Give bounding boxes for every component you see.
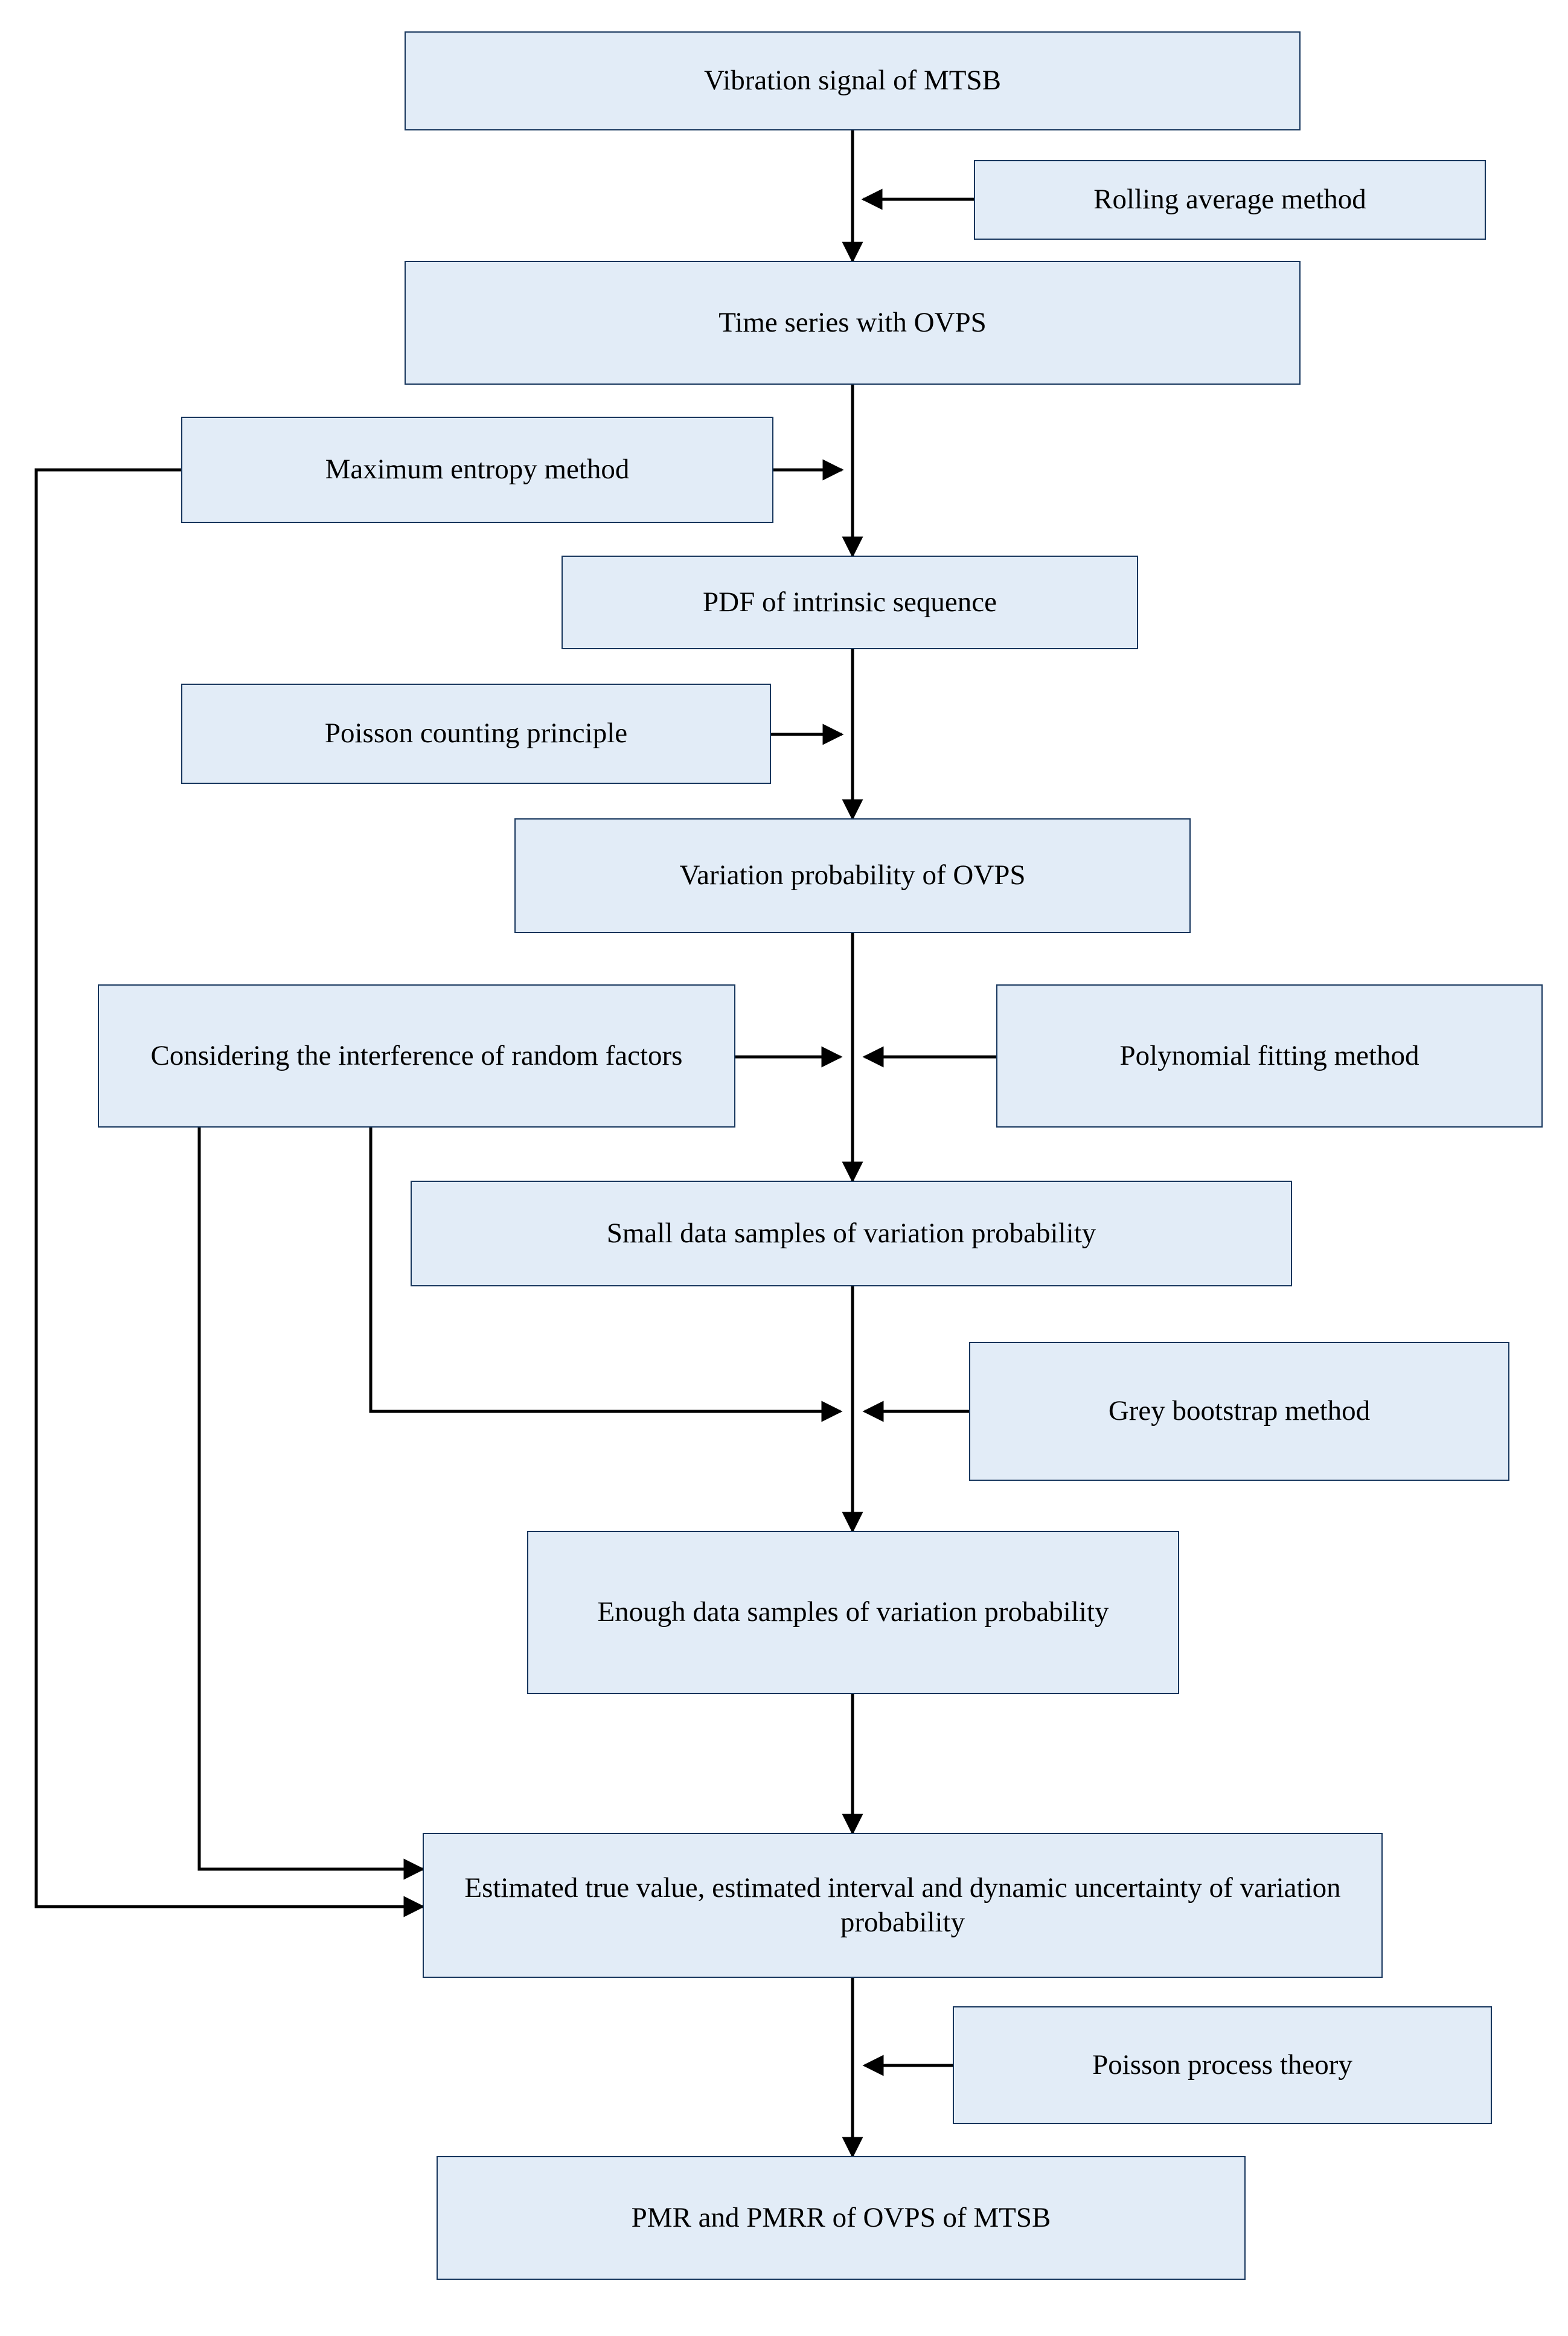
node-rolling-average[interactable]: Rolling average method [974,160,1486,240]
node-label: Poisson counting principle [324,717,628,749]
node-small-data[interactable]: Small data samples of variation probabil… [411,1181,1292,1286]
node-label: Estimated true value, estimated interval… [464,1872,1341,1938]
node-label: Enough data samples of variation probabi… [597,1596,1109,1628]
node-estimated-true-value[interactable]: Estimated true value, estimated interval… [423,1833,1383,1978]
node-pmr-pmrr[interactable]: PMR and PMRR of OVPS of MTSB [437,2156,1246,2280]
edge-random-to-estimated [197,1128,425,1880]
node-label: Grey bootstrap method [1108,1395,1371,1427]
node-time-series[interactable]: Time series with OVPS [405,261,1301,385]
node-polynomial-fitting[interactable]: Polynomial fitting method [996,984,1543,1128]
node-variation-probability[interactable]: Variation probability of OVPS [514,818,1191,933]
node-label: Poisson process theory [1092,2049,1352,2081]
node-label: Vibration signal of MTSB [704,65,1001,97]
node-label: Considering the interference of random f… [150,1039,683,1071]
node-label: Variation probability of OVPS [679,859,1026,891]
node-label: Maximum entropy method [325,454,630,486]
node-poisson-counting[interactable]: Poisson counting principle [181,684,771,784]
node-label: Small data samples of variation probabil… [606,1217,1096,1249]
node-maximum-entropy[interactable]: Maximum entropy method [181,417,773,523]
node-random-factors[interactable]: Considering the interference of random f… [98,984,735,1128]
node-enough-data[interactable]: Enough data samples of variation probabi… [527,1531,1179,1694]
node-label: Polynomial fitting method [1119,1039,1419,1071]
node-label: Rolling average method [1093,184,1366,216]
node-pdf-intrinsic[interactable]: PDF of intrinsic sequence [562,556,1138,649]
node-vibration-signal[interactable]: Vibration signal of MTSB [405,31,1301,130]
node-label: Time series with OVPS [718,306,987,338]
node-grey-bootstrap[interactable]: Grey bootstrap method [969,1342,1509,1481]
node-label: PDF of intrinsic sequence [703,586,997,618]
node-label: PMR and PMRR of OVPS of MTSB [631,2201,1051,2233]
node-poisson-process[interactable]: Poisson process theory [953,2006,1492,2124]
